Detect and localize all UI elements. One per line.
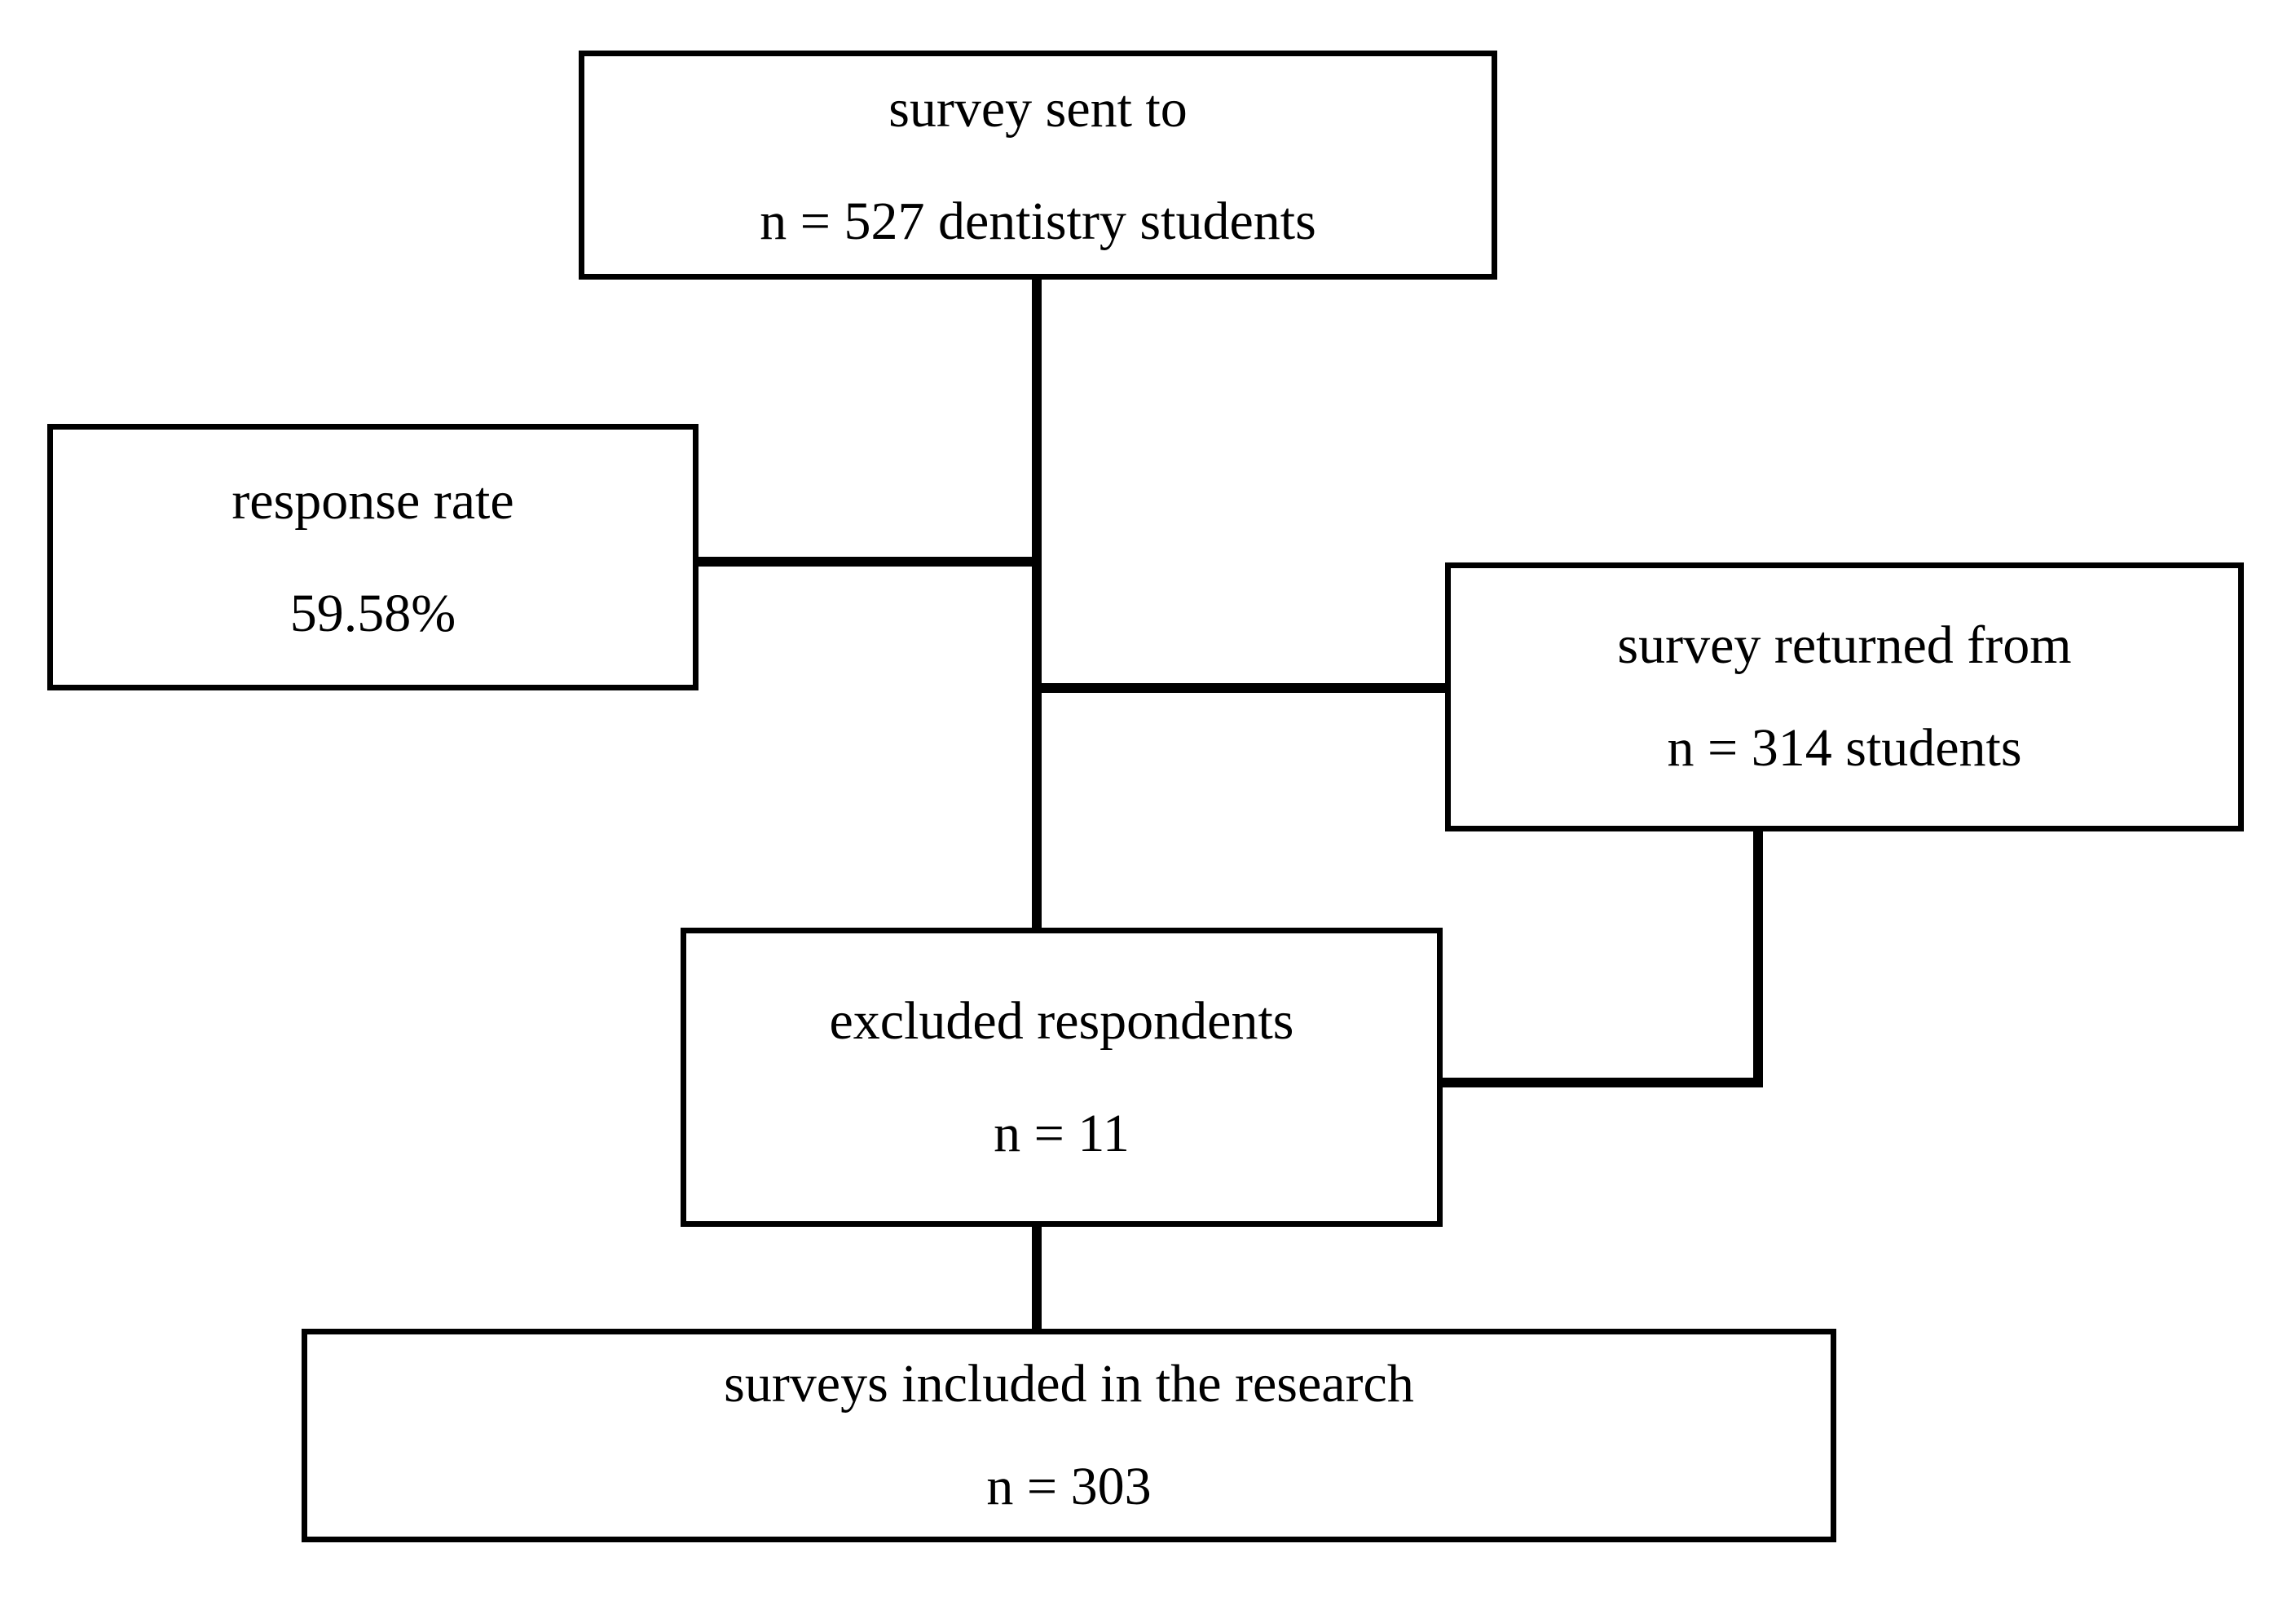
- node-survey-returned: survey returned from n = 314 students: [1445, 562, 2244, 831]
- node-excluded-respondents-line1: excluded respondents: [829, 990, 1294, 1051]
- node-response-rate: response rate 59.58%: [47, 424, 698, 690]
- connector-returned-drop: [1753, 831, 1763, 1087]
- node-survey-sent-line1: survey sent to: [888, 78, 1188, 139]
- connector-excluded-to-included: [1032, 1223, 1042, 1334]
- connector-spine-to-response-rate: [694, 557, 1038, 567]
- connector-sent-to-excluded-spine: [1032, 280, 1042, 932]
- node-excluded-respondents: excluded respondents n = 11: [681, 928, 1443, 1227]
- node-survey-returned-line1: survey returned from: [1617, 615, 2072, 675]
- node-surveys-included: surveys included in the research n = 303: [302, 1329, 1836, 1542]
- node-survey-sent: survey sent to n = 527 dentistry student…: [579, 51, 1497, 280]
- connector-returned-to-excluded: [1443, 1078, 1763, 1087]
- node-survey-returned-line2: n = 314 students: [1667, 718, 2022, 778]
- node-survey-sent-line2: n = 527 dentistry students: [760, 191, 1316, 251]
- node-surveys-included-line1: surveys included in the research: [724, 1354, 1414, 1414]
- node-excluded-respondents-line2: n = 11: [994, 1103, 1130, 1163]
- node-response-rate-line2: 59.58%: [289, 583, 456, 643]
- node-surveys-included-line2: n = 303: [986, 1457, 1152, 1516]
- node-response-rate-line1: response rate: [231, 470, 514, 531]
- connector-spine-to-returned: [1032, 683, 1450, 693]
